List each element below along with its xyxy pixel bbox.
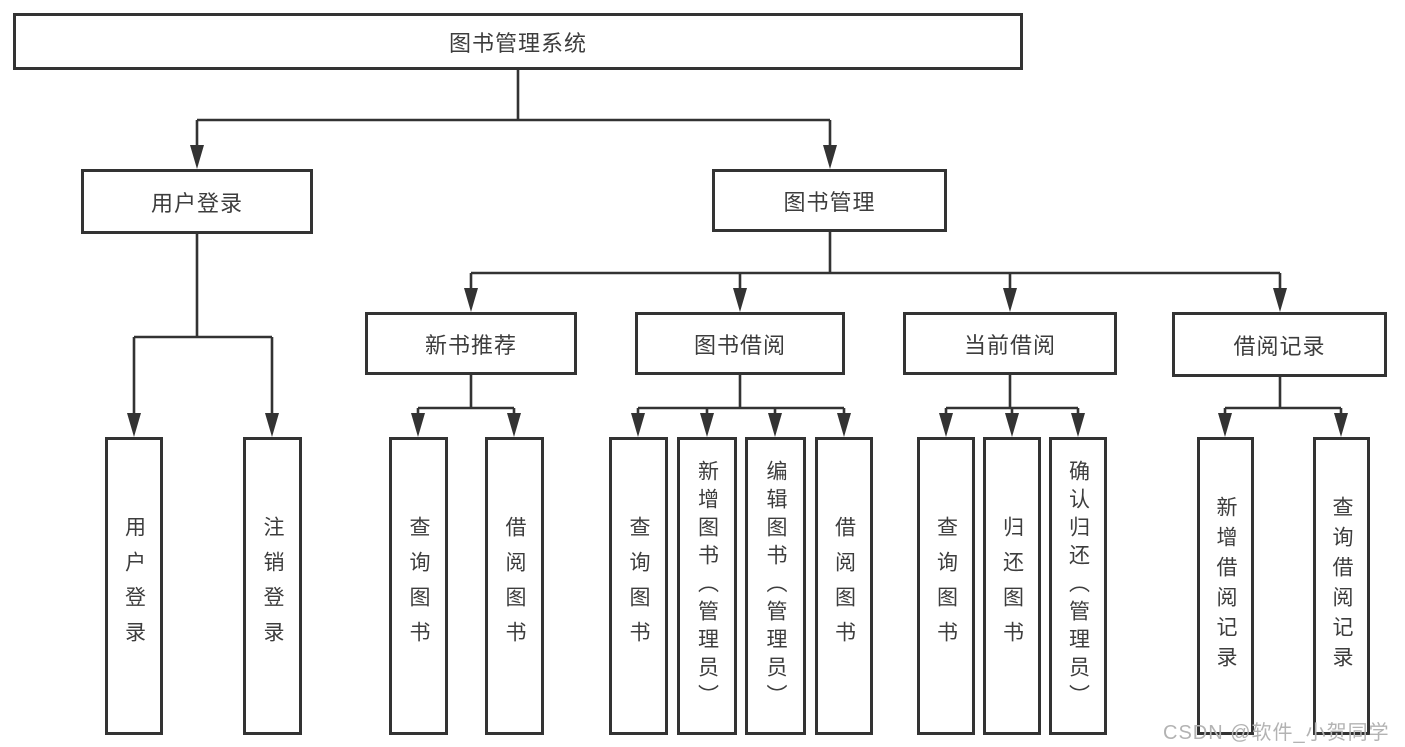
node-label: 借阅图书 <box>503 516 526 656</box>
node-add-books-admin: 新增图书（管理员） <box>677 437 737 735</box>
node-label: 借阅图书 <box>832 516 856 656</box>
node-label: 图书管理系统 <box>448 30 587 56</box>
node-label: 注销登录 <box>261 516 284 656</box>
node-current-borrowing: 当前借阅 <box>903 312 1117 375</box>
node-borrow-books-1: 借阅图书 <box>485 437 544 735</box>
node-label: 编辑图书（管理员） <box>764 460 787 712</box>
node-label: 归还图书 <box>1000 516 1024 656</box>
node-label: 新书推荐 <box>424 332 517 358</box>
node-label: 用户登录 <box>122 516 146 656</box>
node-query-borrow-record: 查询借阅记录 <box>1313 437 1370 735</box>
node-label: 确认归还（管理员） <box>1066 460 1090 712</box>
node-label: 查询图书 <box>407 516 430 656</box>
node-query-books-3: 查询图书 <box>917 437 975 735</box>
node-query-books-1: 查询图书 <box>389 437 448 735</box>
node-new-book-recommendation: 新书推荐 <box>365 312 577 375</box>
node-borrowing-records: 借阅记录 <box>1172 312 1387 377</box>
node-label: 用户登录 <box>150 190 243 216</box>
node-add-borrow-record: 新增借阅记录 <box>1197 437 1254 735</box>
node-return-books: 归还图书 <box>983 437 1041 735</box>
node-label: 查询图书 <box>934 516 958 656</box>
node-label: 新增借阅记录 <box>1214 496 1237 676</box>
node-label: 图书借阅 <box>693 332 786 358</box>
node-logout: 注销登录 <box>243 437 302 735</box>
node-library-management-system: 图书管理系统 <box>13 13 1023 70</box>
node-label: 当前借阅 <box>963 332 1056 358</box>
node-confirm-return-admin: 确认归还（管理员） <box>1049 437 1107 735</box>
node-query-books-2: 查询图书 <box>609 437 668 735</box>
node-label: 新增图书（管理员） <box>695 460 719 712</box>
node-user-login: 用户登录 <box>81 169 313 234</box>
node-label: 查询图书 <box>627 516 650 656</box>
node-book-borrowing: 图书借阅 <box>635 312 845 375</box>
node-label: 图书管理 <box>783 189 876 215</box>
node-user-login-leaf: 用户登录 <box>105 437 163 735</box>
node-label: 查询借阅记录 <box>1330 496 1353 676</box>
node-edit-books-admin: 编辑图书（管理员） <box>745 437 806 735</box>
node-book-management: 图书管理 <box>712 169 947 232</box>
node-borrow-books-2: 借阅图书 <box>815 437 873 735</box>
node-label: 借阅记录 <box>1233 333 1326 359</box>
watermark: CSDN @软件_小贺同学 <box>1163 722 1390 744</box>
